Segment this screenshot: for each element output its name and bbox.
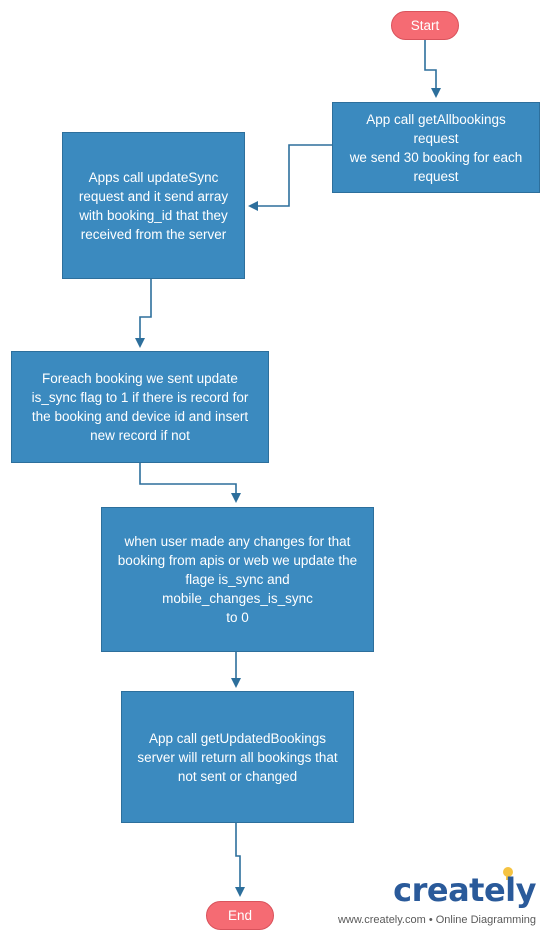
process-user-changes: when user made any changes for that book… [101, 507, 374, 652]
end-label: End [227, 908, 253, 923]
connector-foreach-to-userchanges [139, 463, 241, 503]
process-get-updated-bookings-text: App call getUpdatedBookings server will … [137, 730, 338, 784]
connector-getupdated-to-end [235, 823, 245, 897]
process-get-all-bookings: App call getAllbookings request we send … [332, 102, 540, 193]
connector-start-to-getallbookings [424, 40, 441, 98]
creately-tagline: www.creately.com • Online Diagramming [337, 914, 536, 926]
process-foreach-booking-text: Foreach booking we sent update is_sync f… [31, 371, 249, 443]
process-user-changes-text: when user made any changes for that book… [117, 534, 358, 625]
start-label: Start [410, 18, 440, 33]
process-update-sync: Apps call updateSync request and it send… [62, 132, 245, 279]
end-terminal: End [206, 901, 274, 930]
lightbulb-icon [503, 867, 513, 880]
connector-updatesync-to-foreach [135, 279, 152, 348]
creately-branding: creately www.creately.com • Online Diagr… [316, 867, 536, 932]
process-get-updated-bookings: App call getUpdatedBookings server will … [121, 691, 354, 823]
start-terminal: Start [391, 11, 459, 40]
connector-getallbookings-to-updatesync [248, 144, 332, 211]
process-get-all-bookings-text: App call getAllbookings request we send … [349, 111, 523, 184]
process-foreach-booking: Foreach booking we sent update is_sync f… [11, 351, 269, 463]
creately-logo: creately [393, 871, 536, 909]
process-update-sync-text: Apps call updateSync request and it send… [78, 169, 229, 242]
